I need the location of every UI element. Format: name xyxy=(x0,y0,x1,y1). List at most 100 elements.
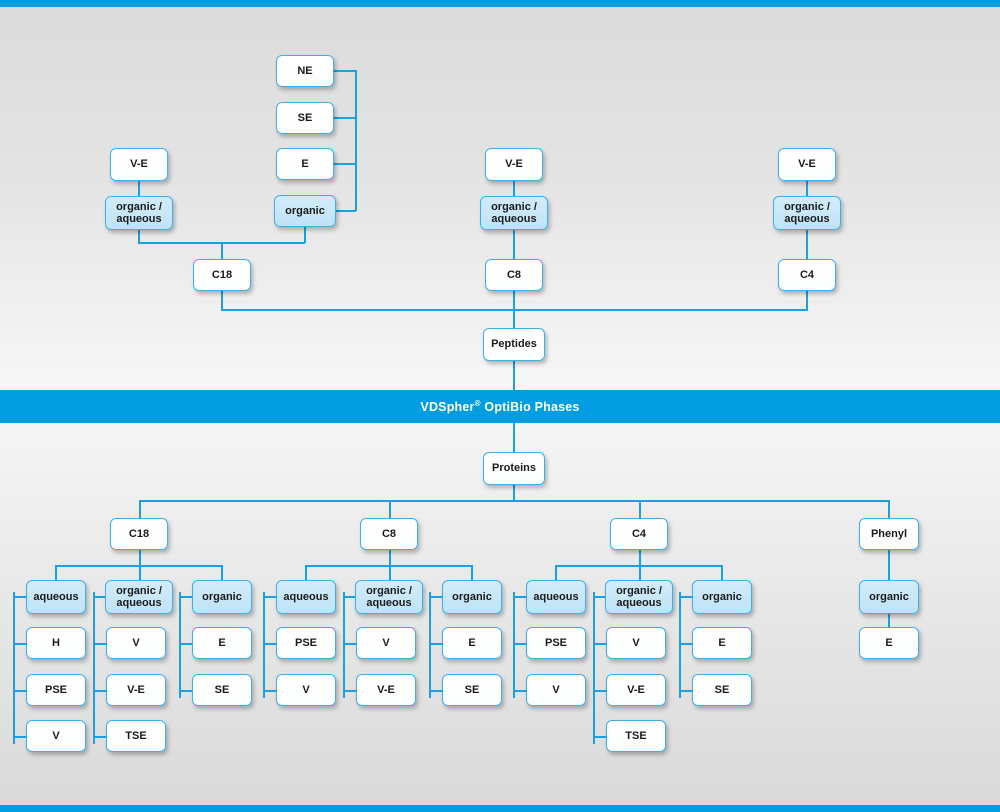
proteins-c4-organic-item-0[interactable]: E xyxy=(692,627,752,659)
proteins-c8-group-organic-node[interactable]: organic xyxy=(442,580,502,614)
proteins-c18-organic-item-1[interactable]: SE xyxy=(192,674,252,706)
node-label: C4 xyxy=(631,527,647,540)
node-label: PSE xyxy=(544,636,567,649)
proteins-c4-group-aqueous-node[interactable]: aqueous xyxy=(526,580,586,614)
connector-proteins-bus xyxy=(139,500,890,502)
proteins-c18-organic-aqueous-item-2[interactable]: TSE xyxy=(106,720,166,752)
connector-p-c18-g2-riser xyxy=(221,565,223,580)
node-label: PSE xyxy=(294,636,317,649)
proteins-c8-organic-item-0[interactable]: E xyxy=(442,627,502,659)
proteins-c18-group-aqueous-node[interactable]: aqueous xyxy=(26,580,86,614)
node-label: V xyxy=(132,636,140,649)
connector-peptides-to-banner xyxy=(513,361,515,390)
proteins-c18-organic-aqueous-item-0[interactable]: V xyxy=(106,627,166,659)
node-label: V-E xyxy=(377,683,395,696)
proteins-c8-aqueous-item-0[interactable]: PSE xyxy=(276,627,336,659)
connector-c18-phase-drop xyxy=(221,291,223,310)
bracket-spine-c4-organic xyxy=(679,592,681,698)
bracket-stub-c8-oa-1 xyxy=(343,690,356,692)
banner-rest: OptiBio Phases xyxy=(480,400,580,415)
node-label-line2: aqueous xyxy=(116,597,162,609)
proteins-c18-aqueous-item-0[interactable]: H xyxy=(26,627,86,659)
proteins-c18-organic-aqueous-item-1[interactable]: V-E xyxy=(106,674,166,706)
proteins-c8-phase-node[interactable]: C8 xyxy=(360,518,418,550)
bracket-stub-c4-aq-0 xyxy=(513,643,527,645)
bracket-stub-c18-o-head xyxy=(179,596,193,598)
peptides-c8-organic-aqueous-node[interactable]: organic / aqueous xyxy=(480,196,548,230)
registered-mark-icon: ® xyxy=(474,398,481,408)
bracket-stub-c4-o-head xyxy=(679,596,693,598)
bracket-spine-c18-aqueous xyxy=(13,592,15,744)
peptides-c18-organic-aqueous-node[interactable]: organic / aqueous xyxy=(105,196,173,230)
proteins-c4-aqueous-item-1[interactable]: V xyxy=(526,674,586,706)
proteins-c8-organic-item-1[interactable]: SE xyxy=(442,674,502,706)
proteins-c8-group-organic-aqueous-node[interactable]: organic / aqueous xyxy=(355,580,423,614)
proteins-c4-organic-item-1[interactable]: SE xyxy=(692,674,752,706)
connector-proteins-drop xyxy=(513,485,515,501)
proteins-phenyl-organic-item-0[interactable]: E xyxy=(859,627,919,659)
peptides-c8-ve-node[interactable]: V-E xyxy=(485,148,543,181)
connector-banner-to-proteins xyxy=(513,423,515,452)
bracket-spine-c4-aqueous xyxy=(513,592,515,698)
proteins-phenyl-group-organic-node[interactable]: organic xyxy=(859,580,919,614)
connector-p-phenyl-group-to-item xyxy=(888,614,890,627)
node-label-line2: aqueous xyxy=(491,213,537,225)
proteins-c18-aqueous-item-2[interactable]: V xyxy=(26,720,86,752)
proteins-c8-aqueous-item-1[interactable]: V xyxy=(276,674,336,706)
node-label-line1: organic / xyxy=(491,200,537,213)
proteins-c4-group-organic-node[interactable]: organic xyxy=(692,580,752,614)
connector-c18-right-drop xyxy=(304,227,306,243)
proteins-c18-phase-node[interactable]: C18 xyxy=(110,518,168,550)
proteins-c18-group-organic-aqueous-node[interactable]: organic / aqueous xyxy=(105,580,173,614)
bracket-stub-c18-oa-1 xyxy=(93,690,106,692)
proteins-phenyl-phase-node[interactable]: Phenyl xyxy=(859,518,919,550)
connector-c8-mode-to-phase xyxy=(513,230,515,259)
peptides-c18-e-node[interactable]: E xyxy=(276,148,334,180)
connector-p-c4-g1-riser xyxy=(639,565,641,580)
peptides-c8-phase-node[interactable]: C8 xyxy=(485,259,543,291)
node-label: V xyxy=(382,636,390,649)
bracket-spine-c4-orgaq xyxy=(593,592,595,744)
proteins-c4-aqueous-item-0[interactable]: PSE xyxy=(526,627,586,659)
peptides-c4-phase-node[interactable]: C4 xyxy=(778,259,836,291)
proteins-c18-group-organic-node[interactable]: organic xyxy=(192,580,252,614)
peptides-c18-phase-node[interactable]: C18 xyxy=(193,259,251,291)
connector-peptides-bus xyxy=(221,309,808,311)
bracket-stub-c18-aq-1 xyxy=(13,690,27,692)
proteins-c4-phase-node[interactable]: C4 xyxy=(610,518,668,550)
peptides-c18-organic-node[interactable]: organic xyxy=(274,195,336,227)
proteins-c18-aqueous-item-1[interactable]: PSE xyxy=(26,674,86,706)
proteins-c8-organic-aqueous-item-0[interactable]: V xyxy=(356,627,416,659)
connector-c4-phase-drop xyxy=(806,291,808,310)
node-label: NE xyxy=(297,64,313,77)
connector-p-c8-g0-riser xyxy=(305,565,307,580)
bracket-spine-c8-aqueous xyxy=(263,592,265,698)
peptides-c18-ve-node[interactable]: V-E xyxy=(110,148,168,181)
bracket-stub-c8-o-head xyxy=(429,596,443,598)
node-label: organic xyxy=(452,590,492,603)
proteins-c4-group-organic-aqueous-node[interactable]: organic / aqueous xyxy=(605,580,673,614)
bracket-spine-c8-orgaq xyxy=(343,592,345,698)
connector-c4-ve-to-mode xyxy=(806,181,808,196)
proteins-c8-group-aqueous-node[interactable]: aqueous xyxy=(276,580,336,614)
connector-p-c4-drop xyxy=(639,550,641,566)
peptides-c18-se-node[interactable]: SE xyxy=(276,102,334,134)
node-label: TSE xyxy=(125,729,147,742)
proteins-c18-organic-item-0[interactable]: E xyxy=(192,627,252,659)
connector-p-c18-riser xyxy=(139,500,141,518)
proteins-c8-organic-aqueous-item-1[interactable]: V-E xyxy=(356,674,416,706)
proteins-c4-organic-aqueous-item-0[interactable]: V xyxy=(606,627,666,659)
bracket-stub-c4-oa-0 xyxy=(593,643,606,645)
proteins-c4-organic-aqueous-item-1[interactable]: V-E xyxy=(606,674,666,706)
node-label: E xyxy=(885,636,893,649)
bracket-stub-c4-aq-1 xyxy=(513,690,527,692)
proteins-root-node[interactable]: Proteins xyxy=(483,452,545,485)
proteins-c4-organic-aqueous-item-2[interactable]: TSE xyxy=(606,720,666,752)
bracket-stub-c18-o-1 xyxy=(179,690,193,692)
peptides-c4-ve-node[interactable]: V-E xyxy=(778,148,836,181)
peptides-root-node[interactable]: Peptides xyxy=(483,328,545,361)
connector-p-phenyl-to-group xyxy=(888,550,890,580)
peptides-c4-organic-aqueous-node[interactable]: organic / aqueous xyxy=(773,196,841,230)
node-label: SE xyxy=(464,683,480,696)
peptides-c18-ne-node[interactable]: NE xyxy=(276,55,334,87)
